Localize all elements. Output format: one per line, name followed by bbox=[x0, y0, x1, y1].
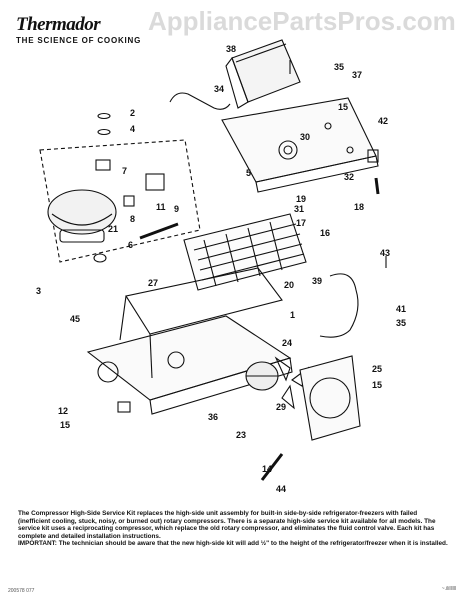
part-callout-15: 15 bbox=[372, 380, 382, 390]
part-callout-7: 7 bbox=[122, 166, 127, 176]
part-callout-1: 1 bbox=[290, 310, 295, 320]
drain-hose-part bbox=[260, 453, 284, 481]
brand-logo: Thermador bbox=[16, 14, 101, 35]
washer-part bbox=[97, 128, 111, 136]
part-callout-19: 19 bbox=[296, 194, 306, 204]
fan-shroud-part bbox=[299, 355, 361, 441]
part-callout-35: 35 bbox=[396, 318, 406, 328]
part-callout-29: 29 bbox=[276, 402, 286, 412]
part-callout-15: 15 bbox=[60, 420, 70, 430]
capacitor-part bbox=[123, 195, 135, 207]
part-callout-20: 20 bbox=[284, 280, 294, 290]
part-callout-30: 30 bbox=[300, 132, 310, 142]
part-callout-8: 8 bbox=[130, 214, 135, 224]
power-cord-part bbox=[319, 273, 359, 338]
overload-part bbox=[145, 173, 165, 191]
part-callout-34: 34 bbox=[214, 84, 224, 94]
part-callout-32: 32 bbox=[344, 172, 354, 182]
base-pan-part bbox=[86, 267, 293, 415]
part-callout-17: 17 bbox=[296, 218, 306, 228]
part-callout-12: 12 bbox=[58, 406, 68, 416]
pin-part bbox=[374, 177, 380, 195]
part-callout-9: 9 bbox=[174, 204, 179, 214]
watermark: AppliancePartsPros.com bbox=[148, 6, 456, 36]
part-callout-15: 15 bbox=[338, 102, 348, 112]
part-callout-5: 5 bbox=[246, 168, 251, 178]
part-callout-24: 24 bbox=[282, 338, 292, 348]
mounting-plate-part bbox=[221, 97, 379, 193]
condenser-coil-part bbox=[183, 213, 307, 291]
notes-paragraph: The Compressor High-Side Service Kit rep… bbox=[18, 510, 436, 540]
part-callout-6: 6 bbox=[128, 240, 133, 250]
part-callout-35: 35 bbox=[334, 62, 344, 72]
part-callout-3: 3 bbox=[36, 286, 41, 296]
part-callout-31: 31 bbox=[294, 204, 304, 214]
footer-code: 200578 077 bbox=[8, 588, 35, 594]
part-callout-11: 11 bbox=[156, 202, 166, 212]
bracket-clip-part bbox=[367, 149, 379, 163]
compressor-part bbox=[47, 189, 117, 263]
part-callout-39: 39 bbox=[312, 276, 322, 286]
part-callout-14: 14 bbox=[262, 464, 272, 474]
part-callout-27: 27 bbox=[148, 278, 158, 288]
part-callout-41: 41 bbox=[396, 304, 406, 314]
part-callout-4: 4 bbox=[130, 124, 135, 134]
important-label: IMPORTANT: bbox=[18, 540, 57, 548]
part-callout-16: 16 bbox=[320, 228, 330, 238]
part-callout-23: 23 bbox=[236, 430, 246, 440]
part-callout-2: 2 bbox=[130, 108, 135, 118]
clip-part bbox=[117, 401, 131, 413]
screw-part bbox=[97, 112, 111, 120]
part-callout-37: 37 bbox=[352, 70, 362, 80]
brand-tagline: THE SCIENCE OF COOKING bbox=[16, 36, 142, 45]
part-callout-42: 42 bbox=[378, 116, 388, 126]
part-callout-36: 36 bbox=[208, 412, 218, 422]
tube-part bbox=[169, 92, 231, 110]
part-callout-38: 38 bbox=[226, 44, 236, 54]
important-text: The technician should be aware that the … bbox=[58, 540, 448, 548]
part-callout-21: 21 bbox=[108, 224, 118, 234]
part-callout-25: 25 bbox=[372, 364, 382, 374]
part-callout-45: 45 bbox=[70, 314, 80, 324]
part-callout-44: 44 bbox=[276, 484, 286, 494]
top-cover-part bbox=[225, 39, 301, 109]
part-callout-43: 43 bbox=[380, 248, 390, 258]
part-callout-18: 18 bbox=[354, 202, 364, 212]
footer-mark: ~.ilillllll bbox=[441, 586, 456, 592]
drier-part bbox=[139, 222, 179, 240]
service-kit-notes: The Compressor High-Side Service Kit rep… bbox=[18, 510, 450, 548]
relay-part bbox=[95, 159, 111, 171]
fan-motor-part bbox=[245, 361, 279, 391]
